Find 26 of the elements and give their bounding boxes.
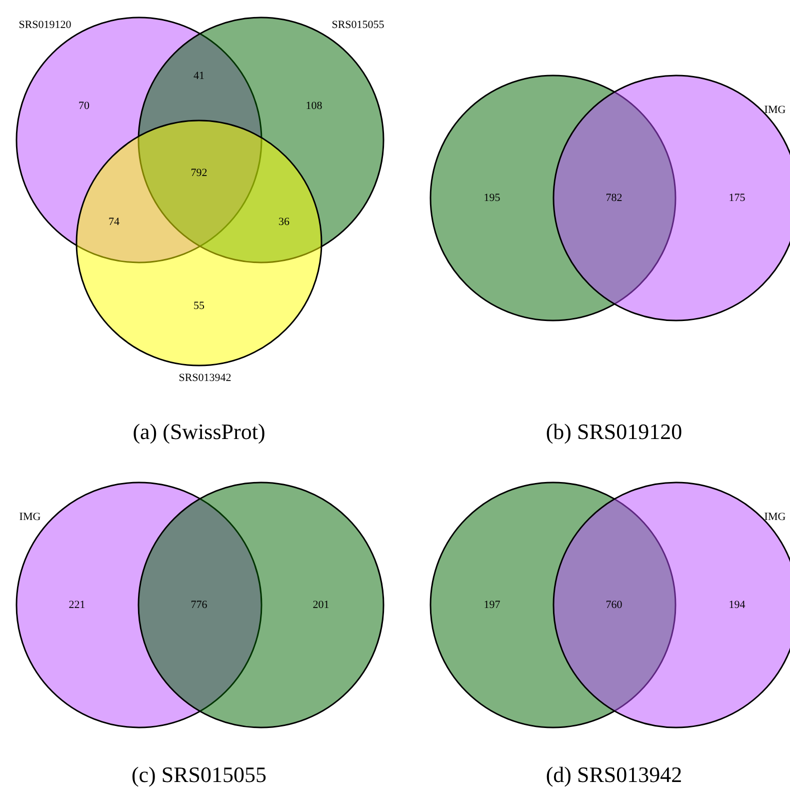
region-count: 36 — [278, 216, 290, 228]
set-label: SRS013942 — [178, 372, 232, 384]
set-label: IMG — [764, 104, 786, 116]
region-count: 197 — [484, 599, 500, 611]
set-label: SRS015055 — [332, 19, 384, 31]
set-label: IMG — [764, 511, 786, 523]
region-count: 108 — [306, 100, 322, 112]
region-count: 760 — [606, 599, 622, 611]
region-count: 792 — [190, 167, 208, 179]
region-count: 55 — [194, 300, 204, 312]
panel-caption: (a) (SwissProt) — [132, 419, 266, 445]
region-count: 74 — [108, 216, 120, 228]
region-count: 70 — [78, 100, 90, 112]
region-count: 194 — [728, 599, 746, 611]
panel-caption: (d) SRS013942 — [546, 762, 682, 788]
region-count: 782 — [606, 192, 622, 204]
region-count: 41 — [194, 70, 204, 82]
set-label: IMG — [19, 511, 41, 523]
region-count: 175 — [728, 192, 746, 204]
region-count: 195 — [484, 192, 500, 204]
region-count: 201 — [312, 599, 330, 611]
panel-caption: (c) SRS015055 — [131, 762, 267, 788]
panel-caption: (b) SRS019120 — [546, 419, 682, 445]
set-label: SRS019120 — [18, 19, 72, 31]
region-count: 221 — [68, 599, 86, 611]
region-count: 776 — [190, 599, 208, 611]
